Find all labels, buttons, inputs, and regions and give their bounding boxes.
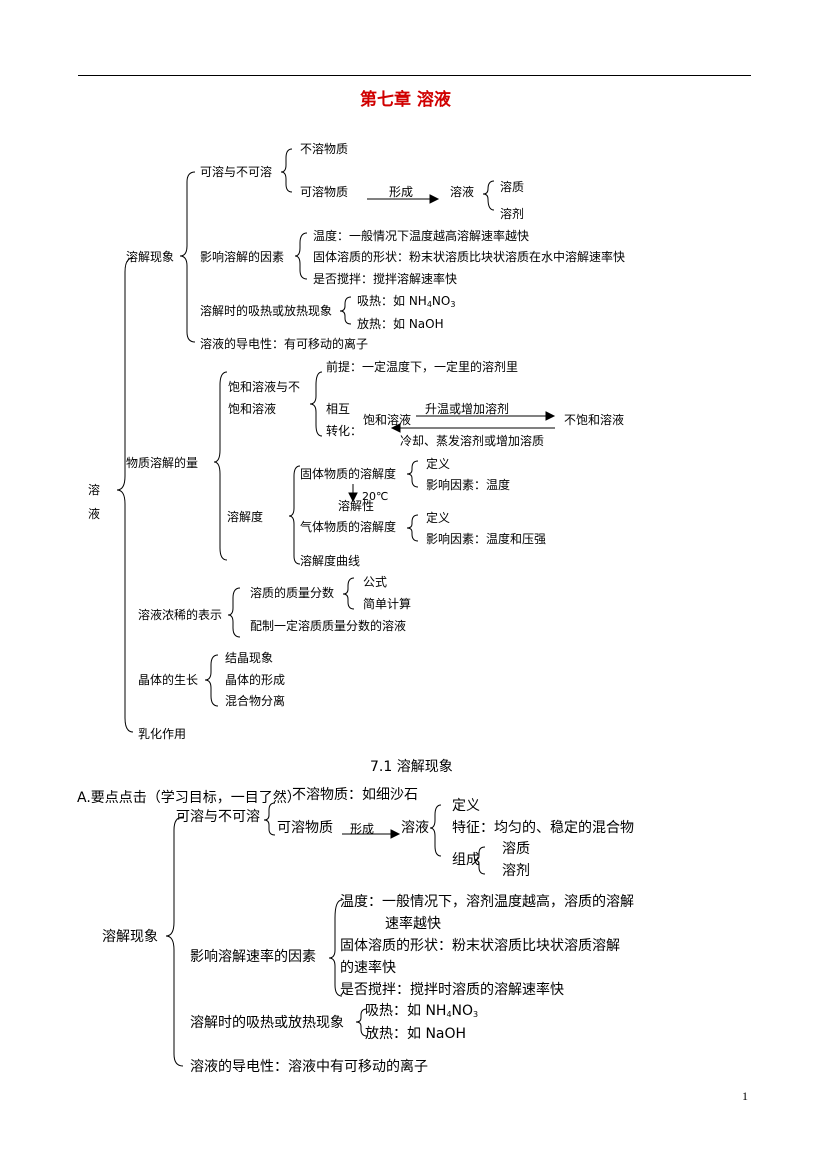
section-brace-zucheng [473, 846, 486, 875]
b2-yx2: 影响因素：温度和压强 [426, 532, 547, 546]
b1-daodian: 溶液的导电性：有可移动的离子 [200, 337, 369, 351]
section-burong: 不溶物质：如细沙石 [292, 787, 418, 803]
b2-rongjiedu: 溶解度 [227, 510, 264, 524]
b3-jisuan: 简单计算 [363, 597, 412, 611]
root-label-part: 溶液 [88, 478, 100, 526]
page-number: 1 [742, 1089, 748, 1103]
brace-b3 [227, 587, 241, 638]
section-brace-rongye [429, 804, 442, 857]
root-brace [116, 257, 134, 733]
b2-qianti: 前提：一定温度下，一定里的溶剂里 [326, 360, 519, 374]
section-tezheng: 特征：均匀的、稳定的混合物 [452, 820, 634, 836]
section-brace-yingxiang [328, 899, 343, 997]
brace-qiti [406, 514, 419, 542]
b1-xire-a: 吸热：如 NH4NO3 [357, 294, 456, 309]
b1-xingcheng: 形成 [389, 185, 414, 199]
b2-zhuanhua: 转化： [326, 424, 363, 438]
section-rongzhi: 溶质 [502, 841, 530, 857]
b2-xianghu: 相互 [326, 402, 351, 416]
b2-dingyi1: 定义 [426, 457, 451, 471]
b4-label: 晶体的生长 [138, 673, 199, 687]
section-xire-a: 吸热：如 NH4NO3 [365, 1003, 479, 1019]
section-daodian: 溶液的导电性：溶液中有可移动的离子 [190, 1059, 428, 1075]
brace-rongjiedu [288, 465, 301, 565]
b2-qiti-rjd: 气体物质的溶解度 [300, 520, 397, 534]
b1-label: 溶解现象 [126, 250, 175, 264]
brace-zhiliang [342, 577, 355, 610]
b4-jiejing: 结晶现象 [225, 651, 274, 665]
section-brace-kerong [263, 802, 276, 836]
section-keruyu: 可溶与不可溶 [176, 809, 260, 825]
brace-rongye [482, 180, 495, 211]
b2-baoherongye: 饱和溶液 [363, 413, 412, 427]
section-root-brace [165, 816, 184, 1067]
b2-yx1: 影响因素：温度 [426, 478, 511, 492]
b2-label: 物质溶解的量 [126, 456, 199, 470]
b4-xingcheng: 晶体的形成 [225, 673, 286, 687]
b3-zhiliang: 溶质的质量分数 [250, 586, 335, 600]
b1-rongye: 溶液 [450, 185, 475, 199]
section-fangre: 放热：如 NaOH [365, 1026, 467, 1042]
section-zucheng: 组成 [452, 852, 480, 868]
section-yingxiang: 影响溶解速率的因素 [190, 949, 316, 965]
brace-guti [406, 460, 419, 488]
b2-buboahe: 不饱和溶液 [564, 413, 625, 427]
brace-b2 [213, 371, 228, 561]
b5-label: 乳化作用 [138, 727, 187, 741]
b2-lengque: 冷却、蒸发溶剂或增加溶质 [400, 434, 545, 448]
b2-20c: 20℃ [362, 490, 389, 503]
b2-dingyi2: 定义 [426, 511, 451, 525]
section-xire: 溶解时的吸热或放热现象 [190, 1015, 344, 1031]
b2-rongjiexing: 溶解性 [338, 499, 375, 513]
b1-keruyu: 可溶与不可溶 [200, 165, 273, 179]
b1-kerong: 可溶物质 [300, 185, 349, 199]
section-a-label: A.要点点击（学习目标，一目了然） [77, 790, 301, 806]
b1-yingxiang: 影响溶解的因素 [200, 250, 285, 264]
b3-gongshi: 公式 [363, 575, 388, 589]
section-brace-xire [355, 1008, 368, 1037]
section-guti1: 固体溶质的形状：粉末状溶质比块状溶质溶解 [340, 938, 620, 954]
b1-rongzhi: 溶质 [500, 180, 525, 194]
section-rongji: 溶剂 [502, 863, 530, 879]
section-jiaoban: 是否搅拌：搅拌时溶质的溶解速率快 [340, 982, 564, 998]
brace-yingxiang [294, 232, 308, 280]
b2-quxian: 溶解度曲线 [300, 554, 361, 568]
b4-fenli: 混合物分离 [225, 694, 286, 708]
section-rongye: 溶液 [401, 820, 429, 836]
b1-guti: 固体溶质的形状：粉末状溶质比块状溶质在水中溶解速率快 [313, 250, 626, 264]
page-title: 第七章 溶液 [360, 90, 451, 110]
b1-burong: 不溶物质 [300, 142, 349, 156]
b2-guti-rjd: 固体物质的溶解度 [300, 467, 397, 481]
brace-b1 [179, 171, 196, 343]
section-xingcheng: 形成 [350, 822, 375, 836]
brace-xire [339, 296, 352, 325]
brace-b4 [204, 654, 219, 707]
b1-xire: 溶解时的吸热或放热现象 [200, 304, 333, 318]
b3-label: 溶液浓稀的表示 [138, 608, 223, 622]
section-wendu1: 温度：一般情况下，溶剂温度越高，溶质的溶解 [340, 894, 634, 910]
brace-kerong [280, 148, 293, 193]
b1-rongji: 溶剂 [500, 207, 525, 221]
b2-baohe1: 饱和溶液与不 [228, 380, 301, 394]
section-root: 溶解现象 [102, 929, 158, 945]
section-dingyi: 定义 [452, 798, 480, 814]
b1-fangre: 放热：如 NaOH [357, 317, 444, 331]
section-guti2: 的速率快 [340, 960, 396, 976]
section-heading: 7.1 溶解现象 [370, 759, 453, 775]
b2-baohe2: 饱和溶液 [228, 402, 277, 416]
b1-jiaoban: 是否搅拌：搅拌溶解速率快 [313, 272, 458, 286]
section-wendu2: 速率越快 [385, 916, 441, 932]
brace-baohe [309, 371, 323, 437]
b1-wendu: 温度：一般情况下温度越高溶解速率越快 [313, 229, 530, 243]
b3-peizhi: 配制一定溶质质量分数的溶液 [250, 619, 407, 633]
b2-shengwen: 升温或增加溶剂 [425, 402, 510, 416]
root-label: 溶液 [88, 483, 101, 521]
section-kerong: 可溶物质 [277, 820, 333, 836]
